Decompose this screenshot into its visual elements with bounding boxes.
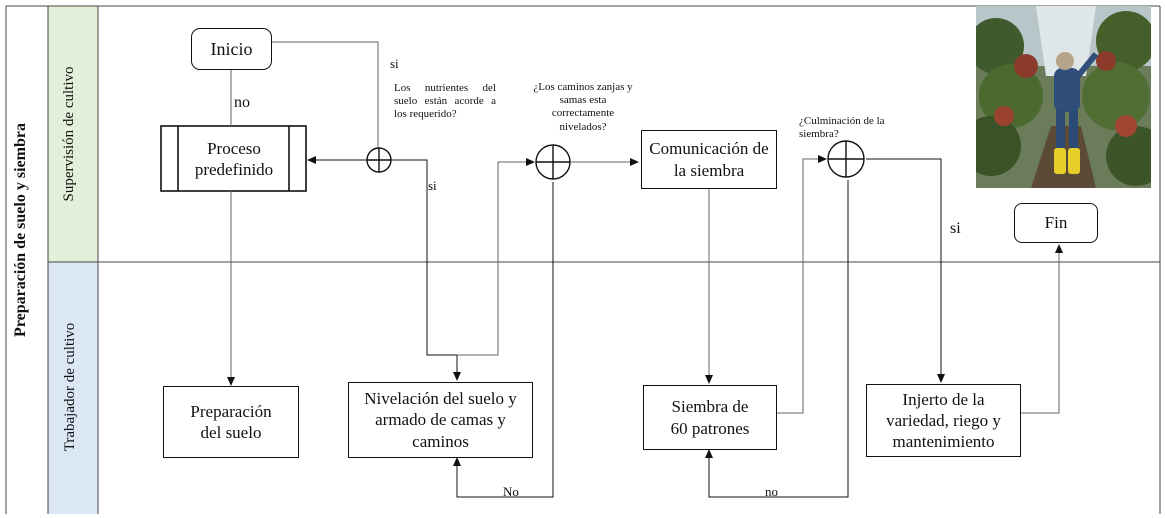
- pool-label: Preparación de suelo y siembra: [12, 123, 29, 337]
- gateway-3: [827, 140, 865, 178]
- edge-gateway3-si-to-injerto: [866, 158, 945, 383]
- edge-gateway3-no-loop: [705, 180, 849, 498]
- edge-label-no-inicio: no: [234, 94, 250, 111]
- lane-bottom-label-bg: [48, 262, 98, 514]
- edge-nivelacion-to-gateway2: [457, 158, 535, 356]
- question-nutrients: Los nutrientes del suelo están acorde a …: [394, 82, 496, 121]
- edge-inicio-to-gateway1: [272, 41, 379, 148]
- edge-label-si-gateway3: si: [950, 220, 961, 237]
- edge-label-si-gateway1: si: [428, 178, 437, 193]
- predefined-process-shape: [160, 125, 307, 192]
- lane-bottom-label: Trabajador de cultivo: [62, 322, 78, 452]
- lane-top-label-bg: [48, 6, 98, 262]
- lane-top-label: Supervisión de cultivo: [61, 66, 77, 202]
- edge-gateway2-no-loop: [453, 182, 554, 498]
- predefined-process-label[interactable]: Proceso predefinido: [194, 138, 274, 179]
- greenhouse-worker-photo: [976, 6, 1151, 188]
- start-node[interactable]: Inicio: [191, 28, 272, 70]
- edge-label-si-top: si: [390, 56, 399, 71]
- edge-siembra-to-gateway3: [777, 155, 827, 414]
- communication-node[interactable]: Comunicación de la siembra: [641, 130, 777, 189]
- soil-leveling-node[interactable]: Nivelación del suelo y armado de camas y…: [348, 382, 533, 458]
- gateway-2: [535, 144, 571, 180]
- question-leveling: ¿Los caminos zanjas y samas esta correct…: [533, 81, 633, 133]
- sowing-node[interactable]: Siembra de 60 patrones: [643, 385, 777, 450]
- edge-label-no-bottom1: No: [503, 484, 519, 499]
- edge-label-no-bottom2: no: [765, 484, 778, 499]
- soil-preparation-node[interactable]: Preparación del suelo: [163, 386, 299, 458]
- grafting-node[interactable]: Injerto de la variedad, riego y mantenim…: [866, 384, 1021, 457]
- gateway-1: [366, 147, 392, 173]
- edge-gateway1-to-nivelacion: [390, 159, 461, 381]
- edge-injerto-to-fin: [1021, 244, 1063, 414]
- question-sowing-complete: ¿Culminación de la siembra?: [799, 115, 885, 141]
- end-node[interactable]: Fin: [1014, 203, 1098, 243]
